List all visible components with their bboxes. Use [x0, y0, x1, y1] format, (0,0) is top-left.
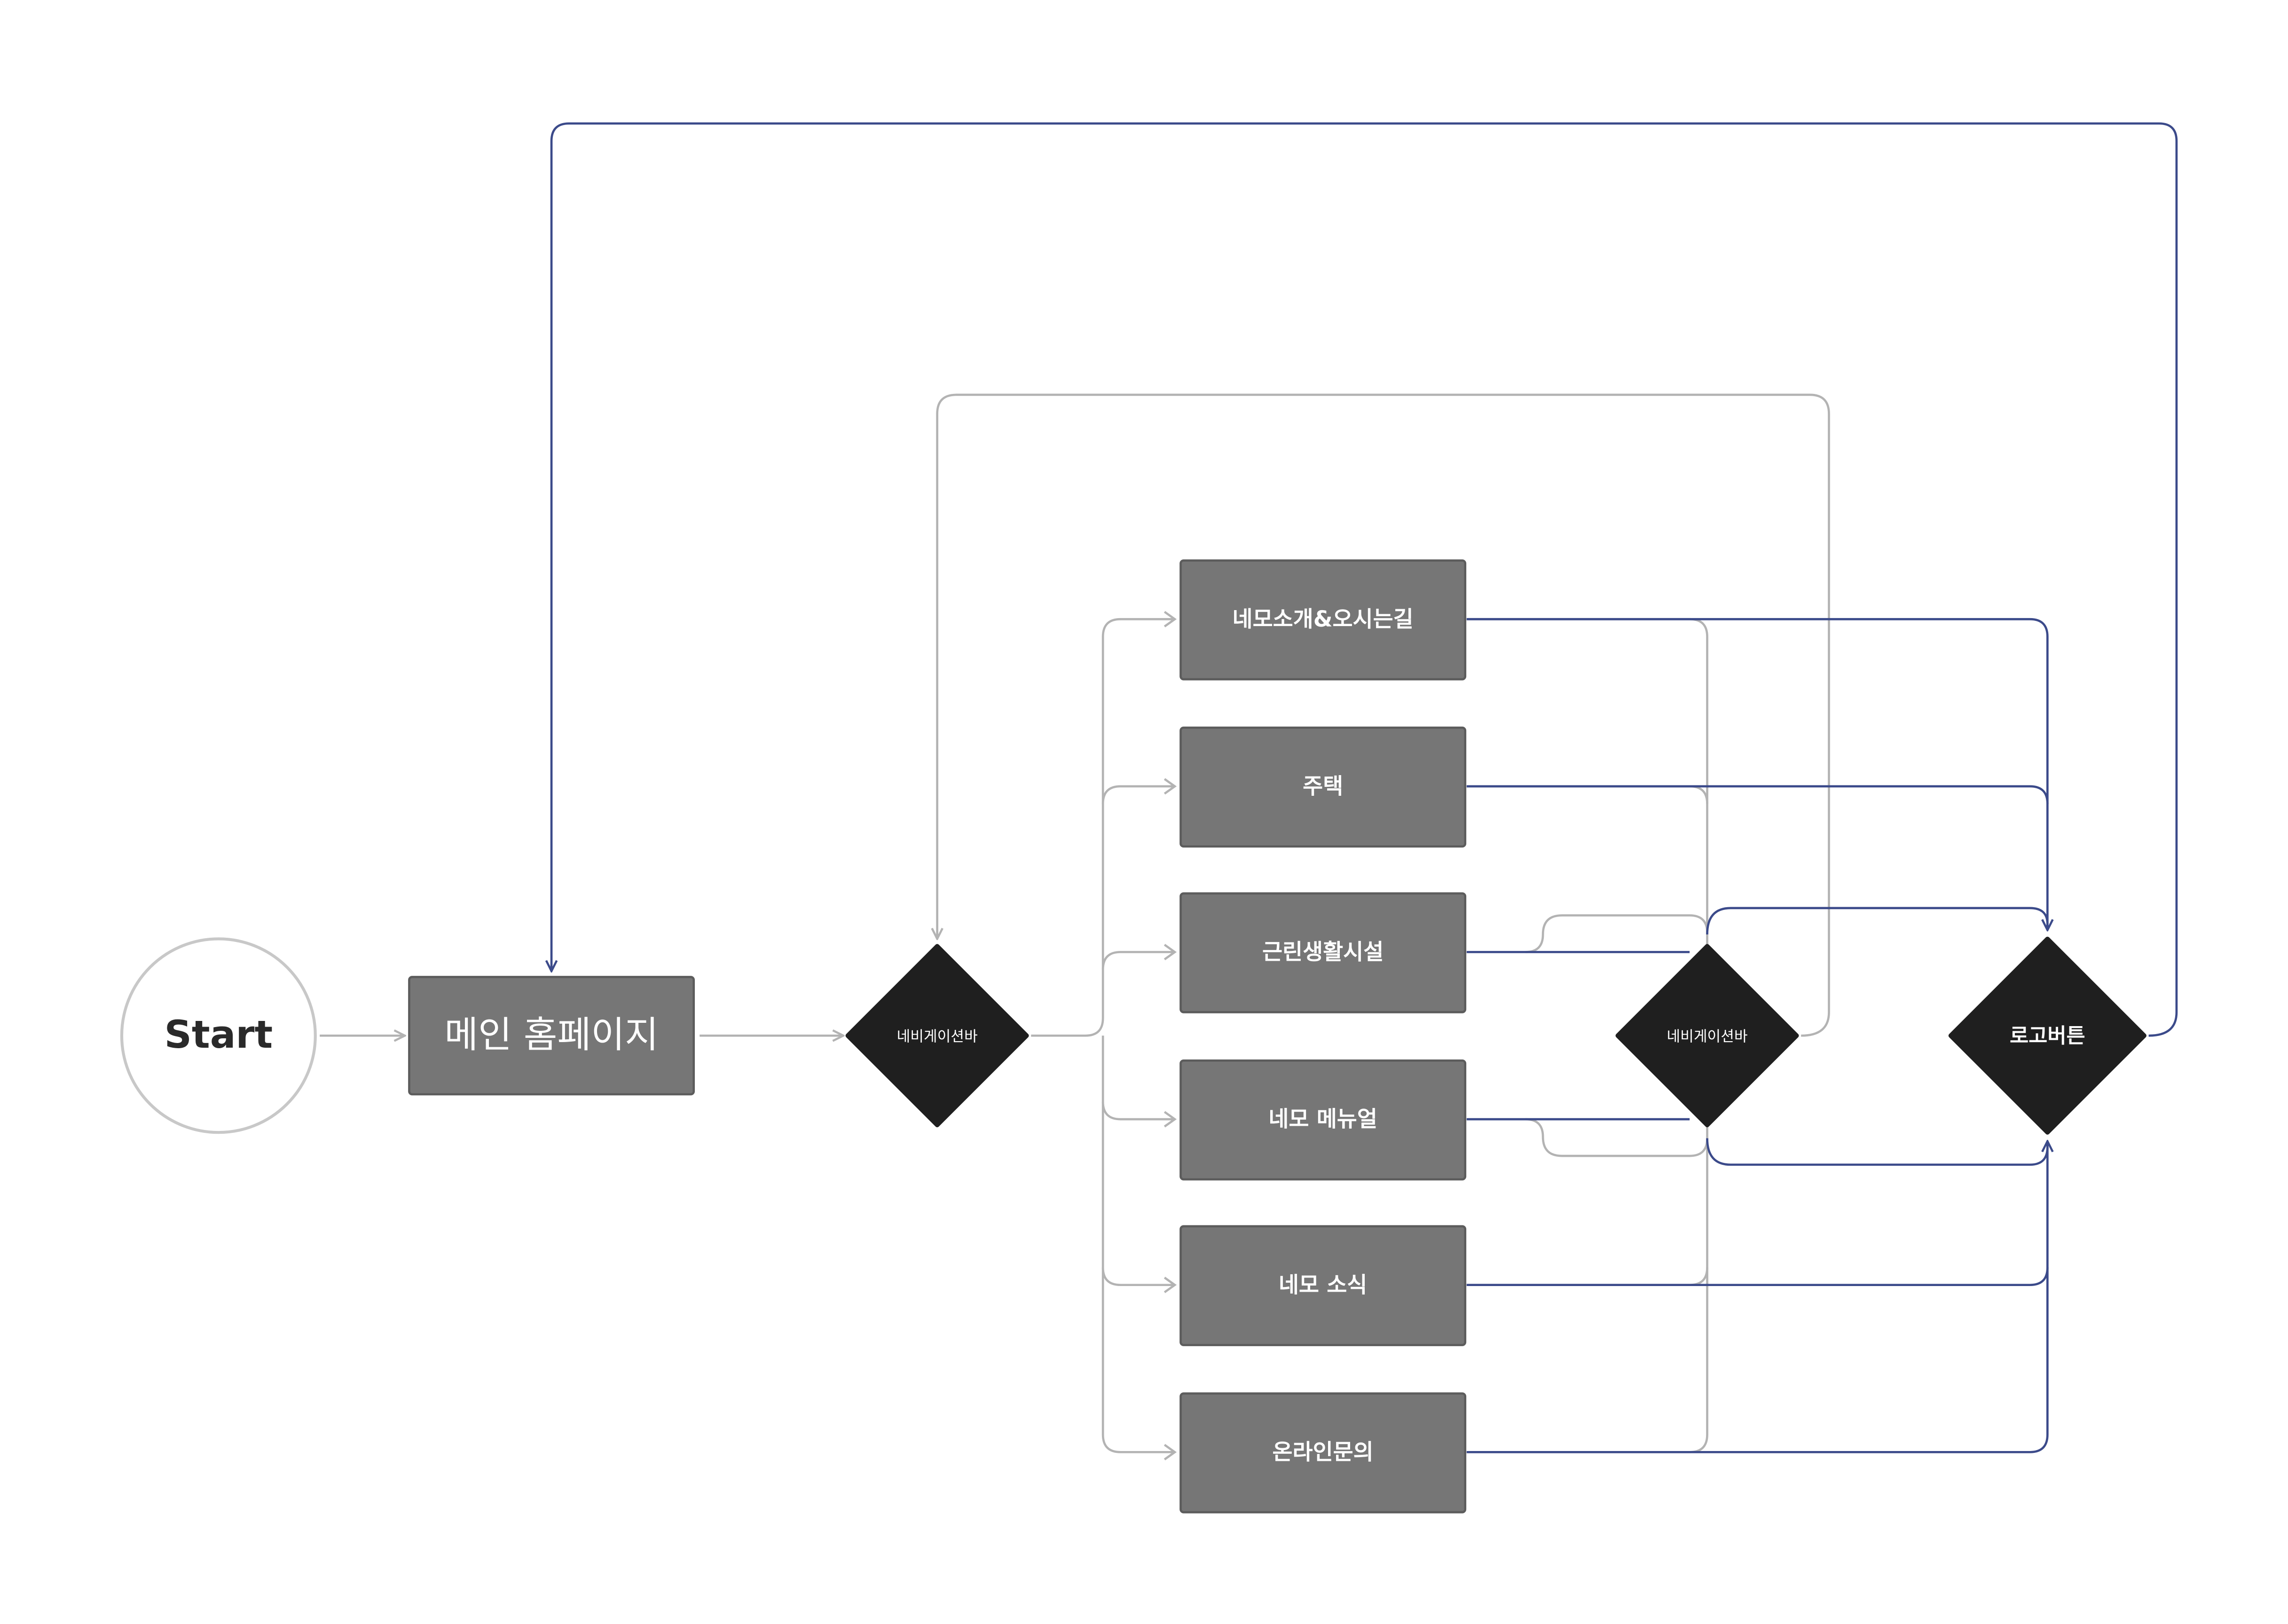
page-node-neighborhood: 근린생활시설	[1179, 892, 1467, 1013]
page-node-housing: 주택	[1179, 726, 1467, 848]
page-label-manual: 네모 메뉴얼	[1268, 1107, 1377, 1132]
edge-nav-right-loop	[937, 393, 1830, 1037]
edge-pages-to-logo	[1466, 618, 2047, 930]
logo-edges	[551, 122, 2178, 1453]
nav-bar-right-node: 네비게이션바	[1615, 944, 1799, 1128]
page-node-manual: 네모 메뉴얼	[1179, 1059, 1467, 1181]
page-label-intro: 네모소개&오시는길	[1233, 607, 1414, 632]
logo-button-label: 로고버튼	[2010, 1024, 2085, 1048]
navigation-edges	[320, 393, 1830, 1460]
nav-bar-right-label: 네비게이션바	[1667, 1028, 1747, 1045]
start-label: Start	[165, 1013, 273, 1057]
nav-bar-left-label: 네비게이션바	[897, 1028, 978, 1045]
main-home-node: 메인 홈페이지	[408, 976, 695, 1096]
main-home-label: 메인 홈페이지	[444, 1014, 658, 1056]
page-label-neighborhood: 근린생활시설	[1262, 940, 1384, 965]
page-label-housing: 주택	[1303, 774, 1343, 800]
edge-logo-to-main	[551, 122, 2178, 1037]
edge-nav-to-pages	[1031, 618, 1175, 1037]
page-node-intro: 네모소개&오시는길	[1179, 559, 1467, 681]
page-label-inquiry: 온라인문의	[1273, 1440, 1374, 1465]
start-node: Start	[120, 937, 317, 1134]
logo-button-node: 로고버튼	[1948, 936, 2146, 1135]
page-node-inquiry: 온라인문의	[1179, 1392, 1467, 1514]
nav-bar-left-node: 네비게이션바	[845, 944, 1029, 1128]
page-node-news: 네모 소식	[1179, 1225, 1467, 1346]
page-label-news: 네모 소식	[1279, 1272, 1367, 1298]
